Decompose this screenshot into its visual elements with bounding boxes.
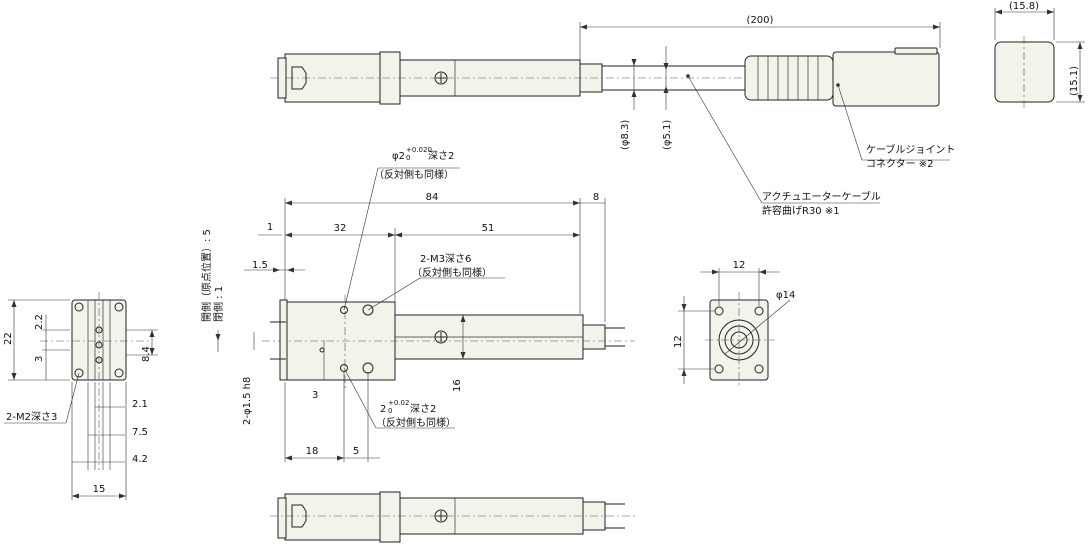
bottom-view-body [399, 497, 584, 535]
dim-3-left: 3 [34, 356, 45, 362]
leader-connector [837, 84, 863, 161]
callout-connector-line2: コネクター ※2 [866, 158, 934, 170]
dim-22: 22 [3, 332, 14, 345]
side-view-pin-hole [340, 306, 348, 314]
dim-cable-dia-small: (φ5.1) [662, 120, 673, 150]
callout-cable-line2: 許容曲げR30 ※1 [762, 204, 840, 217]
dim-16: 16 [452, 379, 463, 392]
dim-4-2: 4.2 [132, 454, 148, 465]
side-view: 84 8 32 51 1 1.5 開側（原点位置）: 5 閉側 : 1 2-φ1… [200, 146, 635, 462]
svg-text:0: 0 [406, 154, 410, 162]
connector-end-view: (15.8) (15.1) [994, 1, 1085, 108]
dim-2-1: 2.1 [132, 399, 148, 410]
dim-84: 84 [426, 192, 439, 203]
dim-32: 32 [334, 223, 347, 234]
dim-phi-1-5: 2-φ1.5 h8 [242, 377, 253, 425]
dim-cable-length: (200) [747, 15, 774, 26]
dim-8-4: 8.4 [141, 346, 152, 362]
callout-pin-hole-bottom: 2 [380, 404, 386, 415]
left-view-corner-hole [74, 302, 84, 312]
dim-connector-height: (15.1) [1069, 66, 1080, 96]
svg-text:+0.02: +0.02 [388, 399, 409, 407]
dim-5: 5 [353, 446, 359, 457]
dim-connector-width: (15.8) [1009, 1, 1039, 12]
side-view-tap-hole [362, 304, 374, 316]
svg-text:深さ2: 深さ2 [410, 403, 436, 415]
dim-8: 8 [593, 192, 599, 203]
right-end-view: 12 12 φ14 [673, 260, 795, 388]
callout-tap-line2: （反対側も同様） [412, 266, 492, 279]
stroke-label-line1: 開側（原点位置）: 5 [200, 229, 213, 322]
stroke-label-line2: 閉側 : 1 [212, 286, 225, 322]
callout-left-tap: 2-M2深さ3 [6, 411, 57, 423]
side-view-screw-icon [434, 330, 448, 344]
dim-1-5: 1.5 [252, 260, 268, 271]
dim-cable-dia-large: (φ8.3) [620, 120, 631, 150]
callout-connector-line1: ケーブルジョイント [866, 143, 955, 156]
dim-2-2: 2.2 [34, 314, 45, 330]
dim-phi-14: φ14 [776, 290, 795, 301]
dim-12-width: 12 [733, 260, 746, 271]
svg-text:+0.020: +0.020 [406, 146, 432, 154]
bottom-view-gripper-head [284, 493, 381, 541]
connector-end-body [994, 41, 1055, 103]
dim-3-side: 3 [312, 390, 318, 401]
dim-7-5: 7.5 [132, 427, 148, 438]
svg-text:0: 0 [388, 407, 392, 415]
callout-tap-line1: 2-M3深さ6 [420, 253, 471, 265]
svg-text:深さ2: 深さ2 [428, 150, 454, 162]
dim-12-height: 12 [673, 335, 684, 348]
dim-1: 1 [267, 222, 273, 233]
bottom-view [270, 491, 635, 543]
callout-pin-hole-bottom-line2: （反対側も同様） [376, 416, 456, 429]
right-view-corner-hole [714, 306, 724, 316]
callout-pin-hole-top: φ2 [392, 151, 405, 162]
top-view: (200) (φ8.3) (φ5.1) アクチュエーターケーブル 許容曲げR30… [270, 15, 955, 217]
left-end-view: 22 2.2 3 8.4 2.1 7.5 4.2 15 2-M2深 [3, 292, 158, 500]
top-view-gripper-head [284, 53, 381, 103]
top-view-connector [832, 51, 940, 107]
dim-18: 18 [306, 446, 319, 457]
callout-pin-hole-top-line2: （反対側も同様） [374, 168, 454, 181]
dim-15: 15 [93, 484, 106, 495]
dim-51: 51 [482, 223, 495, 234]
leader-cable [687, 75, 763, 204]
callout-cable-line1: アクチュエーターケーブル [762, 190, 881, 203]
